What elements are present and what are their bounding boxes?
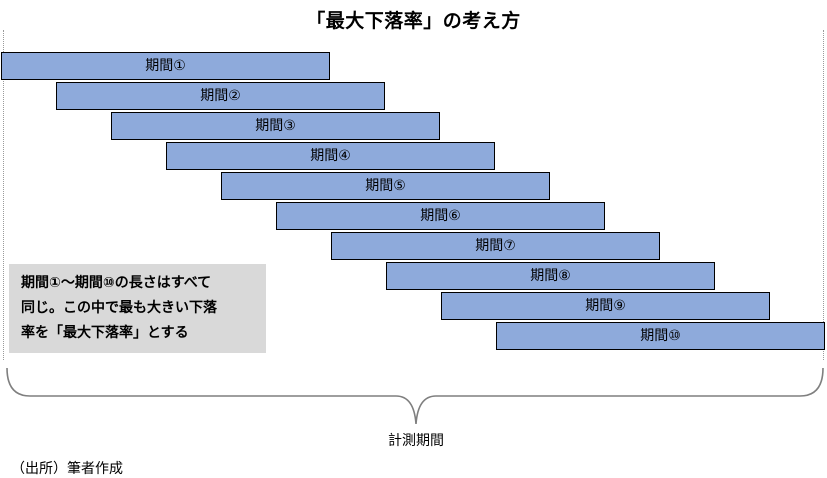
note-line-1: 期間①〜期間⑩の長さはすべて: [21, 275, 212, 291]
period-bar-label: 期間③: [255, 118, 296, 134]
period-bar-7: 期間⑦: [331, 232, 660, 260]
period-bar-label: 期間⑨: [585, 298, 626, 314]
note-line-2: 同じ。この中で最も大きい下落: [21, 300, 217, 316]
period-bar-1: 期間①: [1, 52, 330, 80]
period-bar-label: 期間⑧: [530, 268, 571, 284]
left-frame-line: [3, 30, 4, 360]
period-bar-10: 期間⑩: [496, 322, 825, 350]
period-bar-label: 期間④: [310, 148, 351, 164]
period-bar-label: 期間①: [145, 58, 186, 74]
measurement-period-label: 計測期間: [388, 433, 444, 449]
period-bar-label: 期間⑥: [420, 208, 461, 224]
period-bar-2: 期間②: [56, 82, 385, 110]
period-bar-4: 期間④: [166, 142, 495, 170]
period-bar-label: 期間②: [200, 88, 241, 104]
period-bar-6: 期間⑥: [276, 202, 605, 230]
period-bar-label: 期間⑦: [475, 238, 516, 254]
period-bar-8: 期間⑧: [386, 262, 715, 290]
right-frame-line: [823, 30, 824, 360]
period-bar-9: 期間⑨: [441, 292, 770, 320]
diagram-title: 「最大下落率」の考え方: [306, 10, 521, 32]
period-bar-label: 期間⑩: [640, 328, 681, 344]
period-bar-5: 期間⑤: [221, 172, 550, 200]
period-bar-label: 期間⑤: [365, 178, 406, 194]
source-note: （出所）筆者作成: [11, 461, 123, 477]
note-line-3: 率を「最大下落率」とする: [21, 325, 189, 341]
measurement-brace: [6, 367, 824, 425]
explanation-note: 期間①〜期間⑩の長さはすべて 同じ。この中で最も大きい下落 率を「最大下落率」と…: [9, 264, 266, 353]
period-bar-3: 期間③: [111, 112, 440, 140]
